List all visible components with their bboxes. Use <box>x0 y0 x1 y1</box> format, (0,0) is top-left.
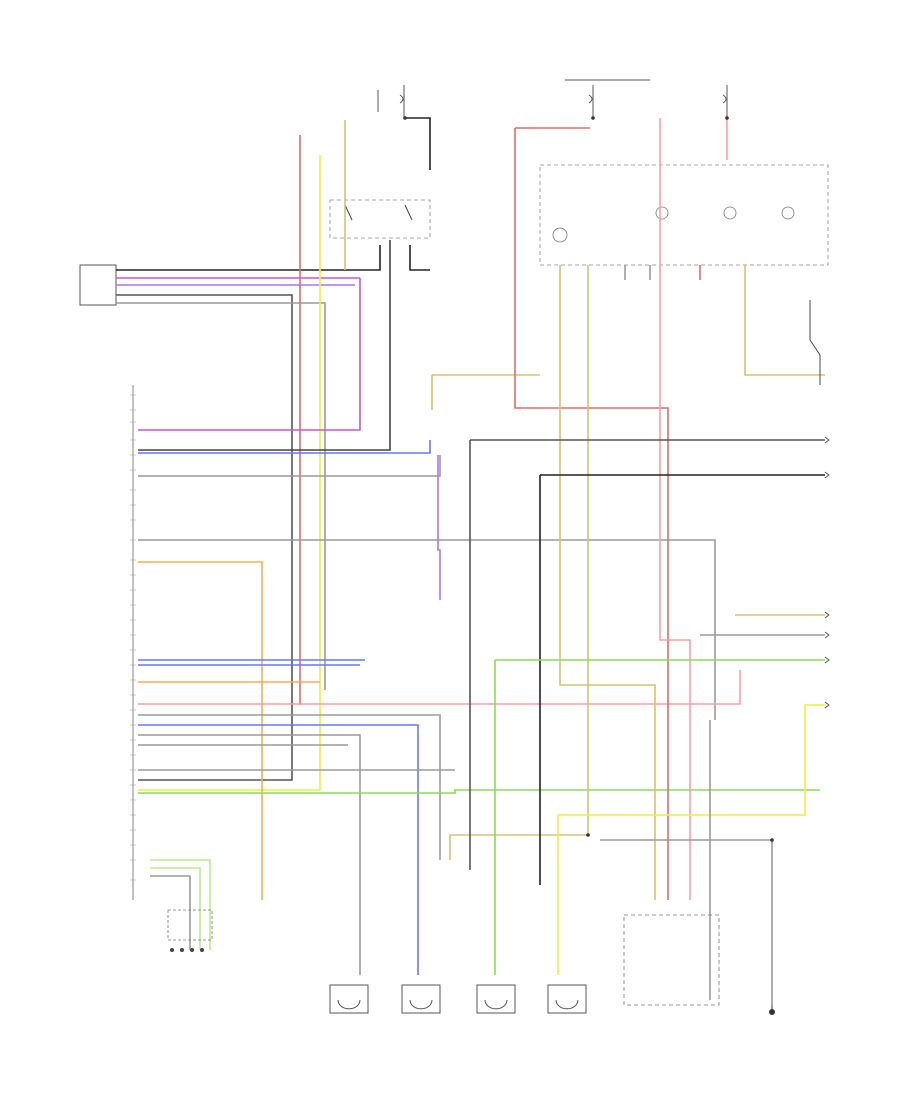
wire-black-top <box>116 245 381 271</box>
right-front-sensor <box>547 984 587 1014</box>
wire-gray-r5 <box>600 839 773 1005</box>
splice-dots <box>403 116 774 842</box>
wire-orange-pin <box>138 561 263 900</box>
wire-gray-top <box>116 294 293 781</box>
cluster-bulb-4 <box>781 206 795 220</box>
left-rear-sensor <box>329 984 369 1014</box>
wire-tan-cluster <box>559 265 656 900</box>
wire-gray-long <box>138 539 716 720</box>
brake-fluid-switch <box>809 300 821 385</box>
wire-gray-diag <box>150 875 191 950</box>
left-front-sensor <box>476 984 516 1014</box>
stop-light-switch-box <box>329 199 431 239</box>
wire-gray2-top <box>116 302 326 690</box>
stop-switch-contacts <box>344 204 413 221</box>
diagnostic-connector <box>167 909 213 952</box>
cluster-bulb-2 <box>655 206 669 220</box>
wire-violet-switch <box>437 455 441 600</box>
right-edge-ends <box>824 436 830 709</box>
instrument-cluster-box <box>539 164 829 266</box>
wire-black-switch2 <box>138 240 391 451</box>
wire-black-switch <box>405 117 431 170</box>
cluster-bulbs <box>552 206 795 243</box>
wire-gray-pin <box>138 455 441 477</box>
wire-green-low <box>138 789 820 794</box>
wire-tan-cluster2 <box>449 265 589 860</box>
fuse-block-center <box>565 79 650 118</box>
wire-ltgreen-diag <box>150 859 211 950</box>
fuse-block-left <box>377 85 405 118</box>
cluster-bulb-3 <box>723 206 737 220</box>
wire-blue-low <box>138 724 419 975</box>
abs-module-connector <box>79 264 117 306</box>
wire-pink-mid <box>138 670 741 705</box>
wires <box>116 117 825 1005</box>
wire-gray-mid <box>138 714 441 860</box>
abs-pin-ticks <box>130 394 136 881</box>
wire-yellow-vert <box>138 155 321 791</box>
fuse-block-right <box>722 85 728 118</box>
wire-pink-cluster <box>659 118 691 900</box>
right-rear-sensor <box>401 984 441 1014</box>
wire-tan-right <box>744 265 825 376</box>
hydraulic-unit-box <box>623 914 720 1006</box>
wire-gray-low <box>138 734 361 975</box>
abs-warning-bulb <box>552 227 568 243</box>
wire-ltgreen-diag2 <box>150 867 201 950</box>
wire-red-cluster2 <box>514 128 669 900</box>
wire-black-switch3 <box>409 245 430 271</box>
wire-magenta-pin <box>138 278 361 431</box>
ground-symbol <box>769 1005 775 1015</box>
wire-yellow-r4 <box>558 704 825 816</box>
wire-blue-pin <box>138 440 431 454</box>
